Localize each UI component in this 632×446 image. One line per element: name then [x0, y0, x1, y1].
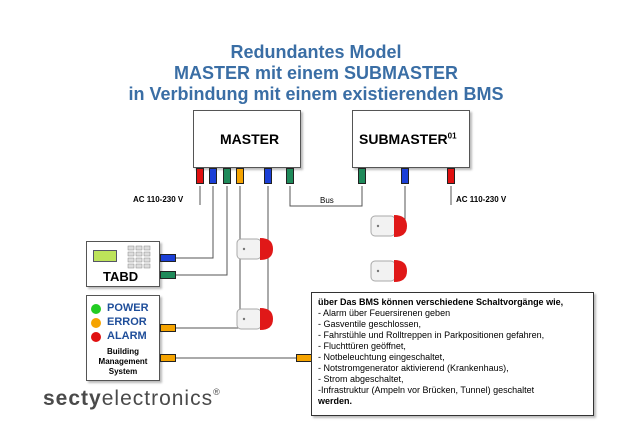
alarm-indicator-icon — [91, 332, 101, 342]
wire-master-tabd-green — [176, 186, 228, 276]
siren-icon — [370, 260, 407, 282]
siren-icon — [236, 308, 273, 330]
tabd-port-green — [160, 271, 176, 279]
power-label-master: AC 110-230 V — [133, 195, 184, 204]
info-heading: über Das BMS können verschiedene Schaltv… — [318, 297, 564, 307]
title-line-1: Redundantes Model — [230, 42, 402, 62]
title-line-2: MASTER mit einem SUBMASTER — [173, 63, 459, 83]
bms-name: Building Management System — [87, 347, 159, 377]
info-item: - Strom abgeschaltet, — [318, 374, 404, 384]
info-item: - Gasventile geschlossen, — [318, 319, 422, 329]
info-footer: werden. — [318, 396, 353, 406]
siren-icon — [236, 238, 273, 260]
info-item: - Notstromgenerator aktivierend (Kranken… — [318, 363, 509, 373]
submaster-port-bus — [358, 168, 366, 184]
bms-port-info — [160, 354, 176, 362]
logo-registered-mark: ® — [213, 387, 221, 397]
master-label: MASTER — [220, 131, 280, 147]
master-port-bus — [286, 168, 294, 184]
master-port-bms — [236, 168, 244, 184]
wire-master-bms — [176, 186, 241, 329]
submaster-superscript: 01 — [447, 131, 457, 141]
bms-box: POWER ERROR ALARM Building Management Sy… — [86, 295, 160, 381]
wire-master-tabd-blue — [176, 186, 214, 259]
siren-icon — [370, 215, 407, 237]
bms-name-line-3: System — [108, 367, 138, 376]
info-item: -Infrastruktur (Ampeln vor Brücken, Tunn… — [318, 385, 535, 395]
company-logo: sectyelectronics® — [43, 387, 221, 411]
info-item: - Alarm über Feuersirenen geben — [318, 308, 451, 318]
tabd-port-blue — [160, 254, 176, 262]
bms-port-master — [160, 324, 176, 332]
info-item: - Fluchttüren geöffnet, — [318, 341, 406, 351]
submaster-port-power — [447, 168, 455, 184]
info-port — [296, 354, 312, 362]
wire-bus — [289, 186, 363, 207]
master-port-tabd-green — [223, 168, 231, 184]
bms-name-line-2: Management — [98, 357, 148, 366]
keypad-icon — [127, 245, 151, 269]
master-port-sirens — [264, 168, 272, 184]
master-port-power — [196, 168, 204, 184]
submaster-label: SUBMASTER01 — [359, 131, 457, 147]
info-box: über Das BMS können verschiedene Schaltv… — [311, 292, 594, 416]
tabd-label: TABD — [103, 269, 139, 284]
bms-name-line-1: Building — [107, 347, 139, 356]
tabd-display — [93, 250, 117, 262]
error-indicator-icon — [91, 318, 101, 328]
bus-label: Bus — [320, 196, 334, 205]
info-item: - Notbeleuchtung eingeschaltet, — [318, 352, 445, 362]
submaster-box: SUBMASTER01 — [352, 110, 470, 168]
legend-alarm: ALARM — [107, 330, 147, 342]
power-label-submaster: AC 110-230 V — [456, 195, 507, 204]
master-port-tabd-blue — [209, 168, 217, 184]
tabd-box: TABD — [86, 241, 160, 287]
logo-part-1: secty — [43, 387, 102, 410]
info-item: - Fahrstühle und Rolltreppen in Parkposi… — [318, 330, 545, 340]
logo-part-2: electronics — [101, 387, 214, 410]
power-indicator-icon — [91, 304, 101, 314]
legend-error: ERROR — [107, 316, 147, 328]
legend-power: POWER — [107, 302, 149, 314]
title-line-3: in Verbindung mit einem existierenden BM… — [128, 84, 504, 104]
master-box: MASTER — [193, 110, 301, 168]
submaster-port-sirens — [401, 168, 409, 184]
